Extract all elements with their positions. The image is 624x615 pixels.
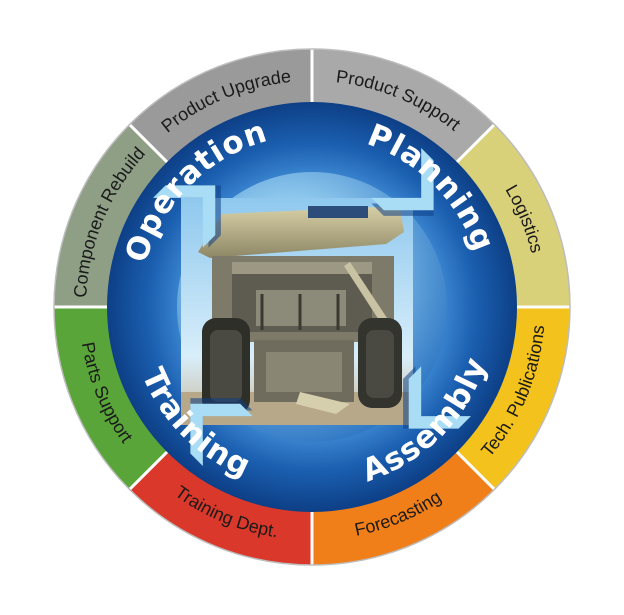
ring-divider — [452, 447, 496, 491]
ring-divider — [128, 447, 172, 491]
ring-segment-training-dept — [129, 448, 312, 565]
ring-segment-product-support — [312, 49, 495, 166]
ring-segment-forecasting — [312, 448, 495, 565]
ring-segment-component-rebuild — [54, 124, 171, 307]
outer-ring-dividers — [53, 48, 571, 566]
ring-segment-logistics — [453, 124, 570, 307]
ring-segment-tech-publications — [453, 307, 570, 490]
ring-segment-parts-support — [54, 307, 171, 490]
ring-divider — [128, 123, 172, 167]
haul-truck-image — [181, 198, 413, 425]
ring-divider — [452, 123, 496, 167]
outer-ring — [54, 49, 570, 565]
ring-outline — [53, 48, 571, 566]
ring-segment-product-upgrade — [129, 49, 312, 166]
cycle-arrow-4 — [153, 185, 221, 248]
